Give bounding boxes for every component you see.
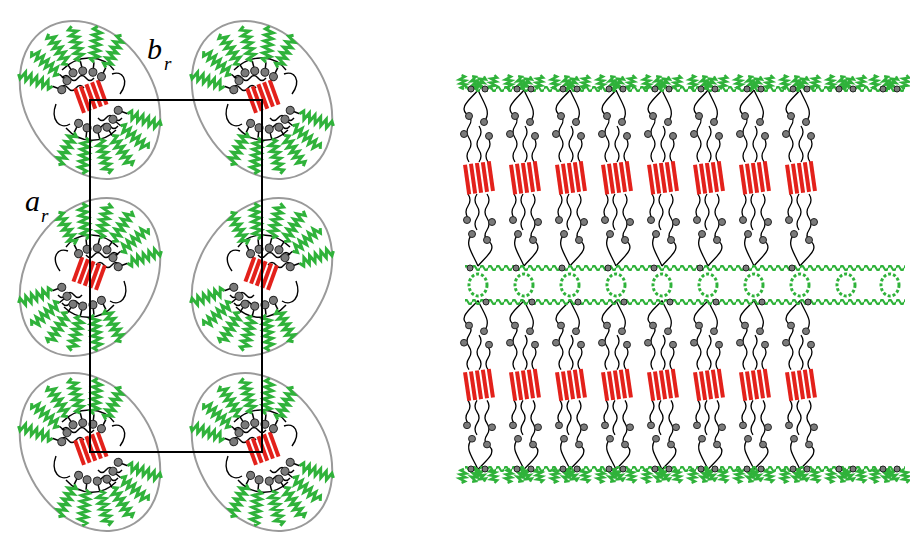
axis-label: a bbox=[24, 186, 41, 216]
layer-columns bbox=[461, 90, 818, 469]
unit-cell bbox=[90, 100, 262, 452]
axis-label: b bbox=[146, 34, 163, 64]
axis-subscript: r bbox=[40, 206, 49, 225]
molecule-ellipses bbox=[0, 0, 361, 546]
axis-subscript: r bbox=[163, 54, 172, 73]
side-chain-bands bbox=[459, 75, 910, 484]
